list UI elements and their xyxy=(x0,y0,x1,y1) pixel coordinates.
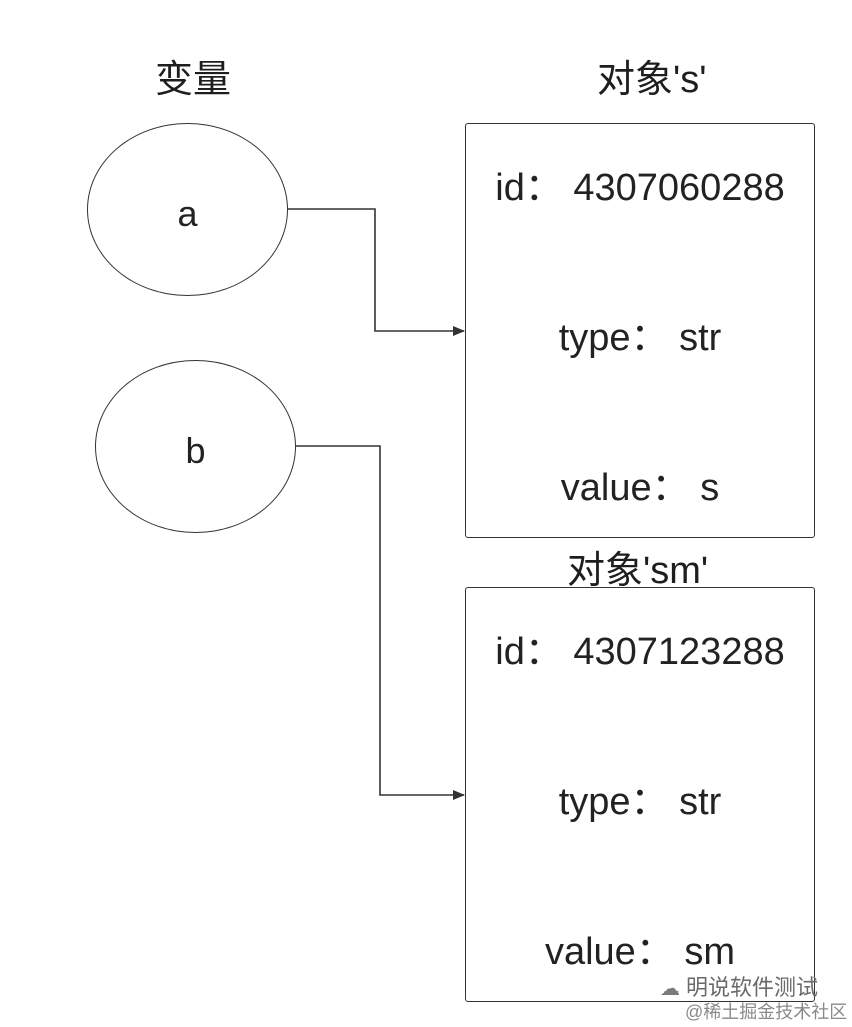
watermark-source: @稀土掘金技术社区 xyxy=(685,1002,848,1022)
variable-b-label: b xyxy=(185,430,206,471)
variable-a-label: a xyxy=(177,193,198,234)
object-s-id: id： 4307060288 xyxy=(495,167,785,209)
edge-a-to-object-s xyxy=(288,208,465,336)
object-sm-value: value： sm xyxy=(544,931,736,973)
watermark-account-label: 明说软件测试 xyxy=(686,975,819,1000)
object-s-box: id： 4307060288 type： str value： s xyxy=(465,123,815,538)
object-sm-heading: 对象'sm' xyxy=(567,550,709,592)
chat-bubble-icon: ☁ xyxy=(660,978,680,1000)
variables-heading: 变量 xyxy=(155,59,232,101)
watermark-account: ☁ 明说软件测试 xyxy=(660,975,818,1002)
variable-b-node: b xyxy=(95,360,296,533)
object-s-heading: 对象's' xyxy=(597,59,707,101)
edge-b-to-object-sm xyxy=(296,445,465,800)
object-sm-box: id： 4307123288 type： str value： sm xyxy=(465,587,815,1002)
object-s-type: type： str xyxy=(558,317,722,359)
variable-a-node: a xyxy=(87,123,288,296)
object-sm-id: id： 4307123288 xyxy=(495,631,785,673)
object-sm-type: type： str xyxy=(558,781,722,823)
object-s-value: value： s xyxy=(560,467,720,509)
